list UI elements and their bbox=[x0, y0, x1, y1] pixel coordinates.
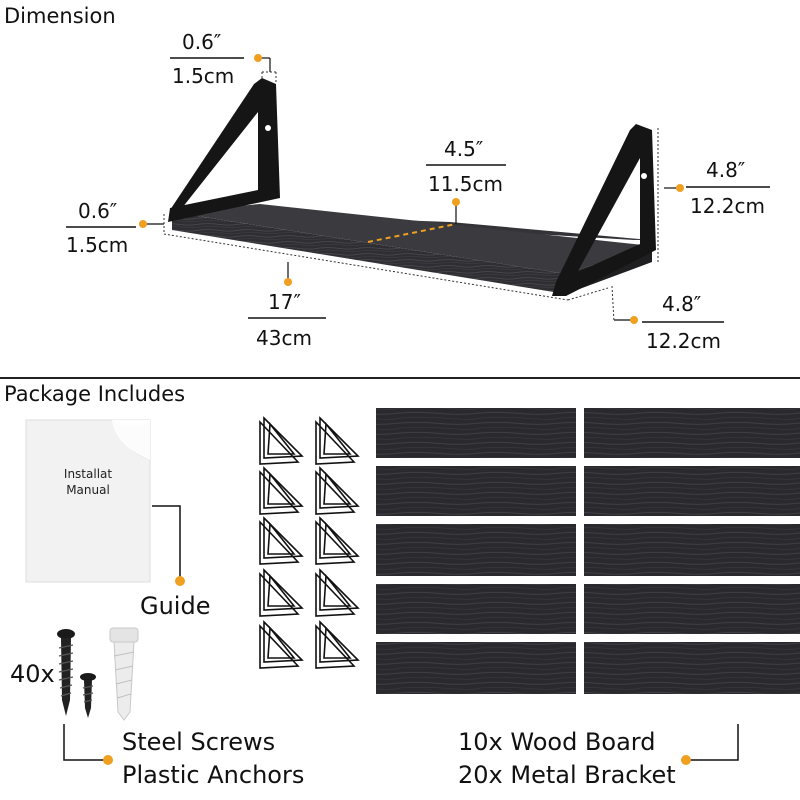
manual-text: Installat Manual bbox=[34, 466, 142, 498]
anchors-label: Plastic Anchors bbox=[122, 761, 305, 789]
plastic-anchor-icon bbox=[109, 627, 139, 721]
height-cm: 12.2cm bbox=[690, 194, 766, 218]
board-thickness-inch: 0.6″ bbox=[78, 199, 118, 223]
board-thickness-cm: 1.5cm bbox=[66, 233, 129, 257]
height-inch: 4.8″ bbox=[706, 158, 746, 182]
length-inch: 17″ bbox=[268, 290, 301, 314]
metal-brackets-icon bbox=[259, 416, 360, 669]
right-bracket bbox=[552, 124, 656, 296]
package-title: Package Includes bbox=[4, 382, 186, 406]
length-cm: 43cm bbox=[256, 326, 312, 350]
manual-text-line1: Installat bbox=[63, 467, 113, 481]
wood-board-label: 10x Wood Board bbox=[458, 728, 656, 756]
metal-bracket-label: 20x Metal Bracket bbox=[458, 761, 676, 789]
bracket-thickness-inch: 0.6″ bbox=[182, 30, 222, 54]
depth-line bbox=[367, 223, 457, 243]
shelf-board-front bbox=[172, 212, 566, 294]
screw-icon bbox=[57, 629, 96, 718]
bracket-thickness-cm: 1.5cm bbox=[172, 64, 235, 88]
screws-label: Steel Screws bbox=[122, 728, 276, 756]
left-bracket bbox=[168, 78, 280, 222]
screw-count: 40x bbox=[10, 660, 55, 688]
wood-boards-icon bbox=[376, 408, 800, 694]
bracket-depth-inch: 4.8″ bbox=[662, 292, 702, 316]
shelf-diagram bbox=[0, 54, 800, 379]
manual-text-line2: Manual bbox=[66, 483, 110, 498]
board-depth-inch: 4.5″ bbox=[444, 137, 484, 161]
board-depth-cm: 11.5cm bbox=[428, 172, 504, 196]
guide-label: Guide bbox=[140, 592, 211, 620]
manual-icon bbox=[25, 419, 151, 583]
dimension-title: Dimension bbox=[4, 4, 116, 28]
bracket-depth-cm: 12.2cm bbox=[646, 329, 722, 353]
